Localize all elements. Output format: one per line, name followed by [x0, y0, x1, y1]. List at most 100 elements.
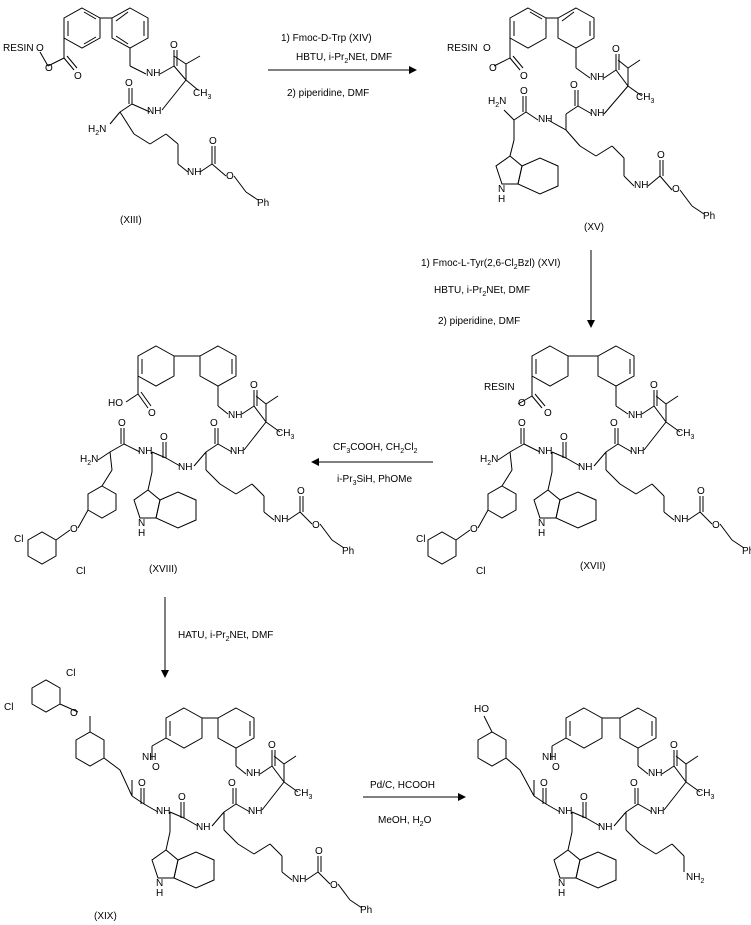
atom-cl: Cl [476, 566, 486, 577]
atom-o: O [489, 63, 497, 74]
atom-ph: Ph [742, 546, 751, 557]
atom-nh: NH [538, 114, 552, 126]
atom-h: H [281, 514, 289, 525]
atom-resin: RESIN [447, 43, 478, 54]
structure-xiii [39, 7, 259, 201]
step2-reagent-a: 1) Fmoc-L-Tyr(2,6-Cl [421, 258, 514, 269]
atom-o: O [297, 486, 305, 497]
atom-o: O [520, 71, 528, 82]
step5-a: MeOH, H [378, 815, 420, 826]
atom-o: O [125, 78, 133, 89]
atom-n: N [248, 806, 256, 817]
step3-scavengers: i-Pr3SiH, PhOMe [337, 474, 412, 490]
atom-h: H [488, 96, 496, 107]
step2-coupling-b: 2 [482, 291, 487, 298]
structure-xviii [27, 345, 345, 565]
atom-h: H [80, 454, 88, 465]
atom-cl: Cl [4, 702, 14, 713]
atom-o: O [670, 740, 678, 751]
atom-sub-2: 2 [95, 130, 100, 137]
atom-sub-3: 3 [290, 434, 295, 441]
atom-o: O [672, 184, 680, 195]
atom-ch: CH [696, 788, 711, 799]
step3-i: SiH, PhOMe [356, 474, 413, 485]
structure-xix [31, 679, 363, 909]
step3-a: CF [333, 442, 347, 453]
step2-coupling-c: NEt, DMF [486, 285, 531, 296]
atom-nh: NH [147, 106, 161, 118]
atom-n: N [499, 96, 507, 107]
atom-h: H [605, 822, 613, 833]
atom-nh: NH [274, 514, 288, 526]
atom-nh: NH [538, 446, 552, 458]
atom-h-indole: H [558, 888, 566, 899]
atom-o: O [330, 880, 338, 891]
atom-o: O [560, 432, 568, 443]
atom-sub-3: 3 [710, 794, 715, 801]
atom-n: N [590, 72, 598, 83]
atom-o: O [209, 136, 217, 147]
structure-xvii [427, 345, 745, 565]
atom-o: O [483, 43, 491, 54]
atom-h: H [163, 806, 171, 817]
atom-n: N [542, 752, 550, 763]
atom-n: N [598, 822, 606, 833]
atom-n: N [578, 462, 586, 473]
atom-sub-2: 2 [487, 460, 492, 467]
atom-n-indole: N [538, 518, 546, 529]
atom-o: O [315, 846, 323, 857]
atom-resin: RESIN [3, 43, 34, 54]
atom-o: O [74, 71, 82, 82]
atom-ph: Ph [703, 211, 716, 222]
atom-ch3: CH3 [294, 788, 312, 804]
atom-n: N [138, 446, 146, 457]
atom-o: O [210, 418, 218, 429]
atom-nh: NH [590, 108, 604, 120]
step1-deprotection: 2) piperidine, DMF [287, 88, 370, 99]
step2-coupling-a: HBTU, i-Pr [434, 285, 483, 296]
atom-ph: Ph [257, 198, 270, 209]
step4-a: HATU, i-Pr [178, 630, 226, 641]
atom-h: H [194, 167, 202, 178]
atom-nh: NH [228, 410, 242, 422]
atom-nh: NH [648, 768, 662, 780]
step1-coupling: HBTU, i-Pr2NEt, DMF [296, 52, 392, 68]
atom-ch3: CH3 [193, 88, 211, 104]
atom-sub-3: 3 [308, 794, 313, 801]
atom-cl: Cl [66, 668, 76, 679]
atom-nh2: NH2 [686, 872, 704, 888]
atom-nh: NH [634, 180, 648, 192]
label-compound-xv: (XV) [584, 222, 604, 233]
atom-n: N [650, 806, 658, 817]
atom-ho: HO [474, 704, 489, 715]
atom-h: H [185, 462, 193, 473]
atom-h: H [88, 124, 96, 135]
structure-final-product [477, 707, 701, 889]
atom-o: O [518, 398, 526, 409]
atom-nh: NH [178, 462, 192, 474]
atom-nh: NH [142, 752, 156, 764]
atom-o: O [268, 740, 276, 751]
atom-nh: NH [558, 806, 572, 818]
atom-n: N [674, 514, 682, 525]
atom-cl: Cl [14, 534, 24, 545]
step5-solvent: MeOH, H2O [378, 815, 431, 831]
atom-h: H [235, 410, 243, 421]
atom-n: N [274, 514, 282, 525]
atom-o: O [70, 708, 78, 719]
atom-o: O [552, 762, 560, 773]
atom-ch3: CH3 [636, 92, 654, 108]
step4-coupling: HATU, i-Pr2NEt, DMF [178, 630, 273, 646]
atom-o: O [250, 380, 258, 391]
atom-cl: Cl [416, 534, 426, 545]
atom-o: O [610, 418, 618, 429]
label-compound-xiii: (XIII) [120, 215, 142, 226]
atom-ch: CH [636, 92, 651, 103]
atom-n-indole: N [138, 518, 146, 529]
atom-o: O [152, 762, 160, 773]
step2-coupling: HBTU, i-Pr2NEt, DMF [434, 285, 530, 301]
atom-resin: RESIN [484, 382, 515, 393]
atom-ch: CH [294, 788, 309, 799]
step4-c: NEt, DMF [229, 630, 274, 641]
